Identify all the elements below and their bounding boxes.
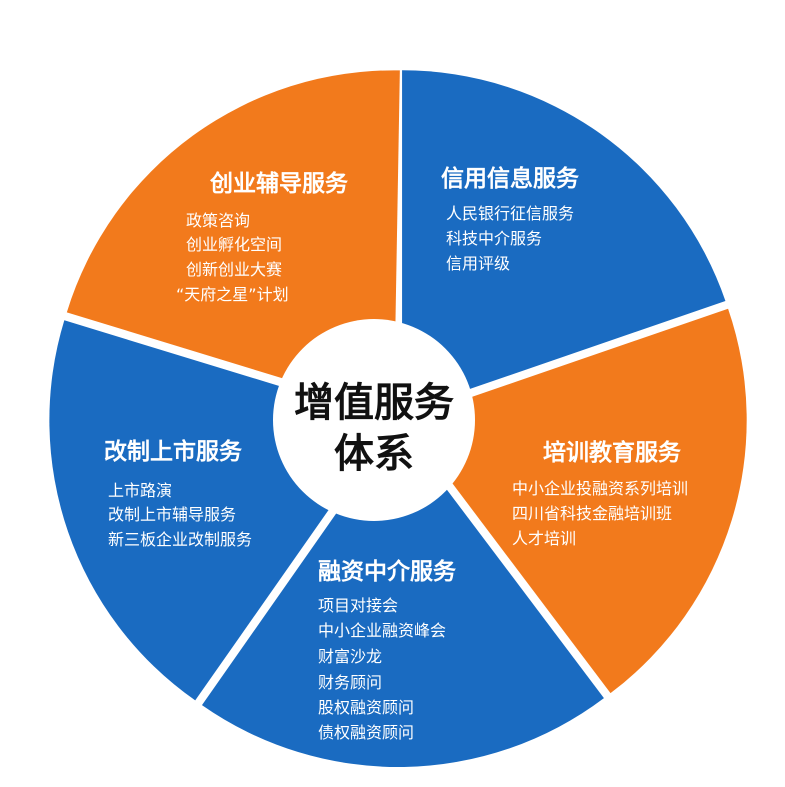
segment-item: 改制上市辅导服务: [108, 505, 236, 524]
segment-item: “天府之星”计划: [176, 285, 289, 304]
wedge-financing: [201, 424, 604, 767]
segment-item: 四川省科技金融培训班: [512, 504, 672, 523]
wedge-credit-info: [402, 70, 726, 413]
segment-item: 财务顾问: [318, 673, 382, 692]
segment-title: 信用信息服务: [441, 165, 580, 192]
segment-item: 新三板企业改制服务: [108, 530, 252, 549]
segment-title: 改制上市服务: [104, 438, 243, 465]
segment-item: 人才培训: [512, 529, 576, 548]
segment-title: 融资中介服务: [318, 559, 457, 585]
segment-item: 科技中介服务: [446, 229, 542, 248]
segment-item: 政策咨询: [186, 211, 250, 230]
segment-startup: 创业辅导服务 政策咨询 创业孵化空间 创新创业大赛 “天府之星”计划: [176, 170, 349, 304]
wedge-training: [404, 308, 747, 694]
center-title-line1: 增值服务: [294, 380, 454, 426]
segment-item: 上市路演: [108, 481, 172, 500]
center-title-line2: 体系: [334, 431, 414, 477]
segment-item: 创业孵化空间: [186, 235, 282, 254]
segment-item: 股权融资顾问: [318, 698, 414, 717]
segment-item: 人民银行征信服务: [446, 204, 574, 223]
segment-title: 培训教育服务: [543, 439, 682, 466]
wedge-startup: [66, 70, 400, 413]
segment-financing: 融资中介服务 项目对接会 中小企业融资峰会 财富沙龙 财务顾问 股权融资顾问 债…: [318, 559, 457, 742]
segment-item: 债权融资顾问: [318, 723, 414, 742]
segment-item: 中小企业投融资系列培训: [512, 479, 688, 498]
segment-listing: 改制上市服务 上市路演 改制上市辅导服务 新三板企业改制服务: [104, 438, 252, 549]
segment-credit-info: 信用信息服务 人民银行征信服务 科技中介服务 信用评级: [441, 165, 580, 273]
segment-item: 创新创业大赛: [186, 260, 282, 279]
segment-item: 财富沙龙: [318, 647, 382, 666]
segment-title: 创业辅导服务: [209, 170, 349, 197]
center-circle: [273, 319, 475, 521]
segment-training: 培训教育服务 中小企业投融资系列培训 四川省科技金融培训班 人才培训: [512, 439, 688, 548]
segment-item: 中小企业融资峰会: [318, 621, 446, 640]
segment-item: 信用评级: [446, 254, 510, 273]
segment-item: 项目对接会: [318, 596, 398, 615]
